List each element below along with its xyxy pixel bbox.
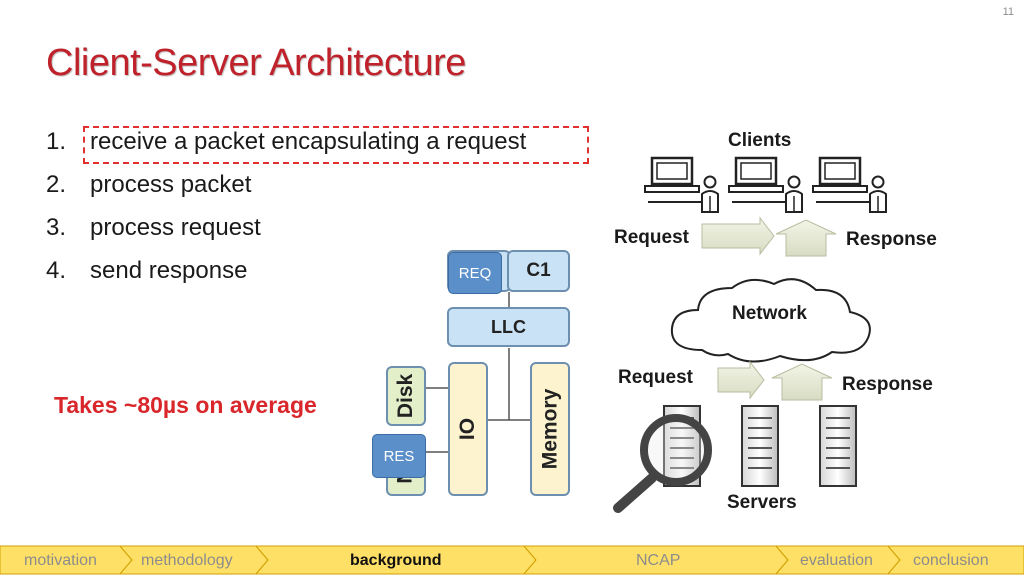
step-item: 2. process packet	[46, 171, 251, 199]
req-tag: REQ	[448, 252, 502, 294]
nav-item-conclusion[interactable]: conclusion	[913, 552, 989, 569]
res-tag: RES	[372, 434, 426, 478]
clients-label: Clients	[728, 130, 792, 151]
nav-item-methodology[interactable]: methodology	[141, 552, 233, 569]
response-arrow-icon	[771, 363, 833, 401]
memory-box: Memory	[530, 362, 570, 496]
user-icon	[869, 175, 887, 213]
request-label-top: Request	[614, 227, 689, 248]
section-nav-bar	[0, 545, 1024, 575]
user-icon	[701, 175, 719, 213]
step-text: send response	[90, 257, 248, 284]
step-text: process request	[90, 214, 261, 241]
io-label: IO	[455, 417, 479, 441]
step-text: receive a packet encapsulating a request	[90, 128, 527, 155]
servers-group	[613, 405, 857, 513]
slide-title: Client-Server Architecture	[46, 42, 466, 84]
io-box: IO	[448, 362, 488, 496]
servers-label: Servers	[727, 492, 797, 513]
server-icon	[741, 405, 779, 487]
step-item: 1. receive a packet encapsulating a reque…	[46, 128, 526, 156]
disk-label: Disk	[394, 373, 418, 419]
core-c1-label: C1	[526, 260, 551, 281]
nav-item-background[interactable]: background	[350, 552, 442, 569]
step-item: 4. send response	[46, 257, 247, 285]
latency-note: Takes ~80µs on average	[54, 392, 317, 418]
laptop-icon	[728, 156, 788, 203]
core-c1-box: C1	[507, 250, 570, 292]
slide-number: 11	[1002, 6, 1014, 18]
step-number: 4.	[46, 257, 67, 284]
nav-item-ncap[interactable]: NCAP	[636, 552, 681, 569]
request-label-bottom: Request	[618, 367, 693, 388]
response-label-top: Response	[846, 229, 937, 250]
magnifier-icon	[613, 414, 712, 513]
arrows-bottom	[717, 360, 833, 401]
network-cloud-icon	[670, 278, 871, 363]
llc-box: LLC	[447, 307, 570, 347]
response-label-bottom: Response	[842, 374, 933, 395]
user-icon	[785, 175, 803, 213]
step-highlight-box	[83, 126, 589, 164]
memory-label: Memory	[538, 388, 561, 470]
request-arrow-icon	[717, 360, 765, 400]
response-arrow-icon	[775, 219, 837, 257]
nav-segment	[886, 545, 1024, 575]
step-number: 1.	[46, 128, 67, 155]
step-number: 2.	[46, 171, 67, 198]
arrows-top	[701, 216, 837, 257]
request-arrow-icon	[701, 216, 775, 256]
server-icon	[819, 405, 857, 487]
step-number: 3.	[46, 214, 67, 241]
llc-label: LLC	[491, 316, 526, 337]
disk-box: Disk	[386, 366, 426, 426]
laptop-icon	[812, 156, 872, 203]
laptop-icon	[644, 156, 704, 203]
nav-item-evaluation[interactable]: evaluation	[800, 552, 873, 569]
step-text: process packet	[90, 171, 252, 198]
network-label: Network	[732, 303, 807, 324]
step-item: 3. process request	[46, 214, 261, 242]
clients-group	[644, 156, 887, 213]
nav-item-motivation[interactable]: motivation	[24, 552, 97, 569]
